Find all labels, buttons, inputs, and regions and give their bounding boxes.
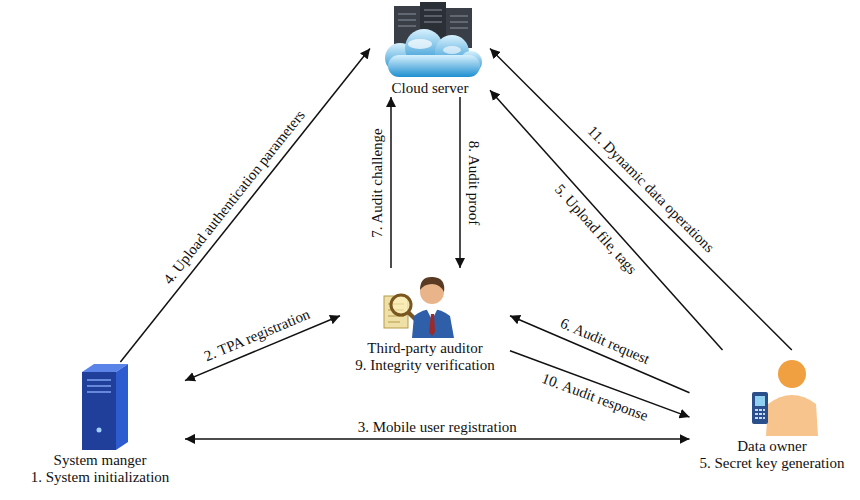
node-label: 1. System initialization bbox=[15, 469, 185, 486]
data-owner-icon bbox=[752, 360, 818, 436]
edge-label: 2. TPA registration bbox=[200, 305, 314, 365]
flow-arrow bbox=[120, 49, 370, 363]
node-label: 9. Integrity verification bbox=[340, 357, 510, 374]
flow-arrow bbox=[490, 90, 723, 350]
flow-arrow bbox=[459, 97, 461, 268]
edge-label: 5. Upload file, tags bbox=[550, 180, 641, 279]
actor-node: Data owner5. Secret key generation bbox=[690, 350, 855, 472]
node-label: System manger bbox=[15, 452, 185, 469]
server-tower-icon bbox=[82, 364, 128, 450]
flow-arrow bbox=[185, 438, 690, 440]
edge-label: 3. Mobile user registration bbox=[356, 419, 519, 435]
actor-node: System manger1. System initialization bbox=[15, 362, 185, 486]
node-label: 5. Secret key generation bbox=[690, 455, 855, 472]
edge-label: 8. Audit proof bbox=[466, 138, 482, 227]
node-label: Third-party auditor bbox=[340, 340, 510, 357]
edge-label: 7. Audit challenge bbox=[369, 126, 385, 240]
flow-arrow bbox=[510, 316, 690, 393]
cloud-icon bbox=[385, 2, 482, 77]
edge-label: 4. Upload authentication parameters bbox=[159, 105, 309, 288]
node-label: Cloud server bbox=[370, 80, 490, 97]
actor-node: Third-party auditor9. Integrity verifica… bbox=[340, 268, 510, 374]
flow-arrow bbox=[490, 49, 792, 351]
node-label: Data owner bbox=[690, 438, 855, 455]
flow-arrow bbox=[390, 97, 392, 268]
auditor-icon bbox=[384, 277, 454, 338]
actor-node: Cloud server bbox=[370, 0, 490, 97]
